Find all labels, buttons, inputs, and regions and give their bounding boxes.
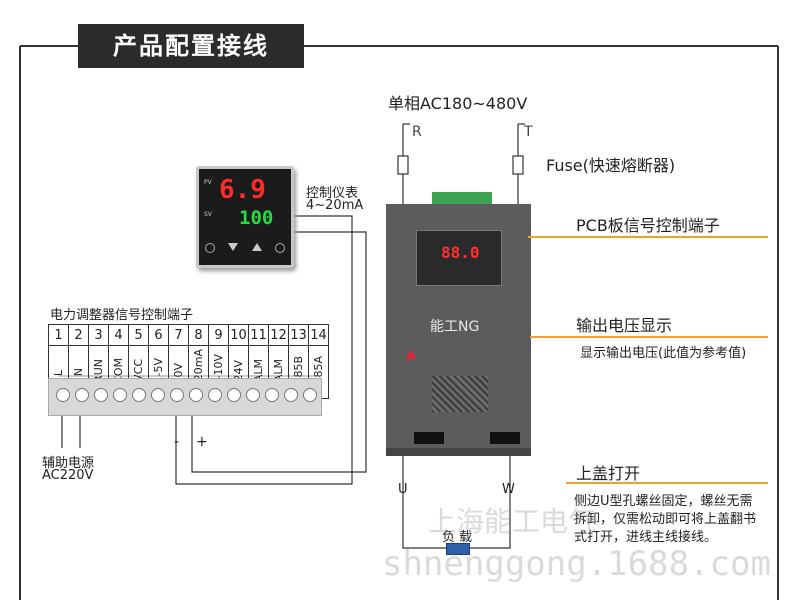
output-annotation-title: 输出电压显示 (576, 316, 673, 335)
polarity-minus: - (174, 434, 180, 450)
pv-display: 6.9 (219, 175, 266, 205)
terminal-screw-icon (56, 388, 70, 402)
terminal-number: 9 (208, 324, 229, 346)
signal-wire-plus (191, 231, 367, 473)
fuse-t-icon (512, 155, 524, 175)
terminal-number: 13 (288, 324, 309, 346)
terminal-number: 2 (68, 324, 89, 346)
watermark-company: 上海能工电气 (428, 505, 597, 538)
device-display-panel: 88.0 (416, 230, 502, 286)
phase-t-label: T (524, 124, 533, 140)
load-label: 负 载 (442, 530, 473, 545)
terminal-screw-icon (227, 388, 241, 402)
output-w-label: W (502, 482, 515, 497)
terminal-screw-icon (132, 388, 146, 402)
terminal-number: 14 (308, 324, 329, 346)
terminal-screw-icon (113, 388, 127, 402)
terminal-number: 6 (148, 324, 169, 346)
controller-button-up-icon[interactable] (251, 243, 262, 251)
terminal-number: 5 (128, 324, 149, 346)
pcb-leader (528, 236, 768, 238)
warning-icon (406, 350, 416, 359)
terminal-number: 10 (228, 324, 249, 346)
terminal-number: 3 (88, 324, 109, 346)
terminal-number: 7 (168, 324, 189, 346)
pcb-terminal-block (432, 192, 492, 204)
output-leader (530, 336, 768, 338)
controller-label: 控制仪表 (306, 186, 359, 201)
terminal-screw-icon (208, 388, 222, 402)
device-bottom-strip (386, 448, 531, 456)
terminal-number: 4 (108, 324, 129, 346)
controller-signal-label: 4~20mA (306, 198, 364, 213)
terminal-number: 8 (188, 324, 209, 346)
pv-tag: PV (204, 179, 212, 186)
controller-button-stop[interactable] (274, 243, 285, 253)
cover-annotation-line2: 拆卸，仅需松动即可将上盖翻书 (574, 512, 757, 527)
device-brand-logo: 能工NG (430, 319, 480, 335)
terminal-label: 0V (172, 363, 185, 378)
sv-tag: SV (204, 211, 212, 218)
aux-power-voltage: AC220V (42, 468, 94, 483)
polarity-plus: + (196, 434, 208, 450)
vent-grille (432, 376, 488, 412)
cover-annotation-line1: 侧边U型孔螺丝固定，螺丝无需 (574, 494, 753, 509)
output-terminal-w (490, 432, 520, 444)
controller-buttons (205, 243, 285, 253)
terminal-label: N (72, 367, 85, 376)
cover-annotation-title: 上盖打开 (576, 464, 641, 483)
terminal-screw-icon (151, 388, 165, 402)
output-u-label: U (398, 482, 408, 497)
cover-annotation-line3: 式打开，进线主线接线。 (574, 530, 718, 545)
terminal-number: 1 (48, 324, 69, 346)
terminal-block-title: 电力调整器信号控制端子 (50, 308, 194, 323)
page-title: 产品配置接线 (78, 24, 304, 68)
phase-r-label: R (412, 124, 422, 140)
terminal-screw-icon (246, 388, 260, 402)
temperature-controller: PV 6.9 SV 100 (196, 166, 294, 268)
terminal-number: 12 (268, 324, 289, 346)
terminal-label: L (52, 369, 65, 376)
pcb-annotation: PCB板信号控制端子 (576, 216, 720, 235)
load-resistor-icon (446, 543, 470, 555)
terminal-screw-icon (189, 388, 203, 402)
cover-leader (566, 482, 768, 484)
terminal-screw-icon (303, 388, 317, 402)
controller-button-set[interactable] (205, 243, 215, 253)
output-terminal-u (414, 432, 444, 444)
terminal-screw-icon (170, 388, 184, 402)
aux-power-label: 辅助电源 (42, 456, 95, 471)
device-display: 88.0 (441, 243, 480, 262)
terminal-screw-icon (265, 388, 279, 402)
terminal-screw-icon (94, 388, 108, 402)
terminal-screw-icon (284, 388, 298, 402)
power-supply-label: 单相AC180~480V (388, 94, 528, 113)
watermark-url: shnenggong.1688.com (382, 544, 771, 584)
terminal-screw-icon (75, 388, 89, 402)
sv-display: 100 (239, 207, 274, 229)
terminal-number: 11 (248, 324, 269, 346)
controller-button-down-icon[interactable] (228, 243, 239, 251)
power-regulator-device: 88.0 能工NG (386, 192, 531, 456)
signal-wire-minus (175, 215, 353, 485)
fuse-r-icon (397, 155, 409, 175)
fuse-label: Fuse(快速熔断器) (546, 156, 676, 175)
terminal-strip (48, 378, 322, 416)
output-annotation-desc: 显示输出电压(此值为参考值) (580, 346, 747, 361)
